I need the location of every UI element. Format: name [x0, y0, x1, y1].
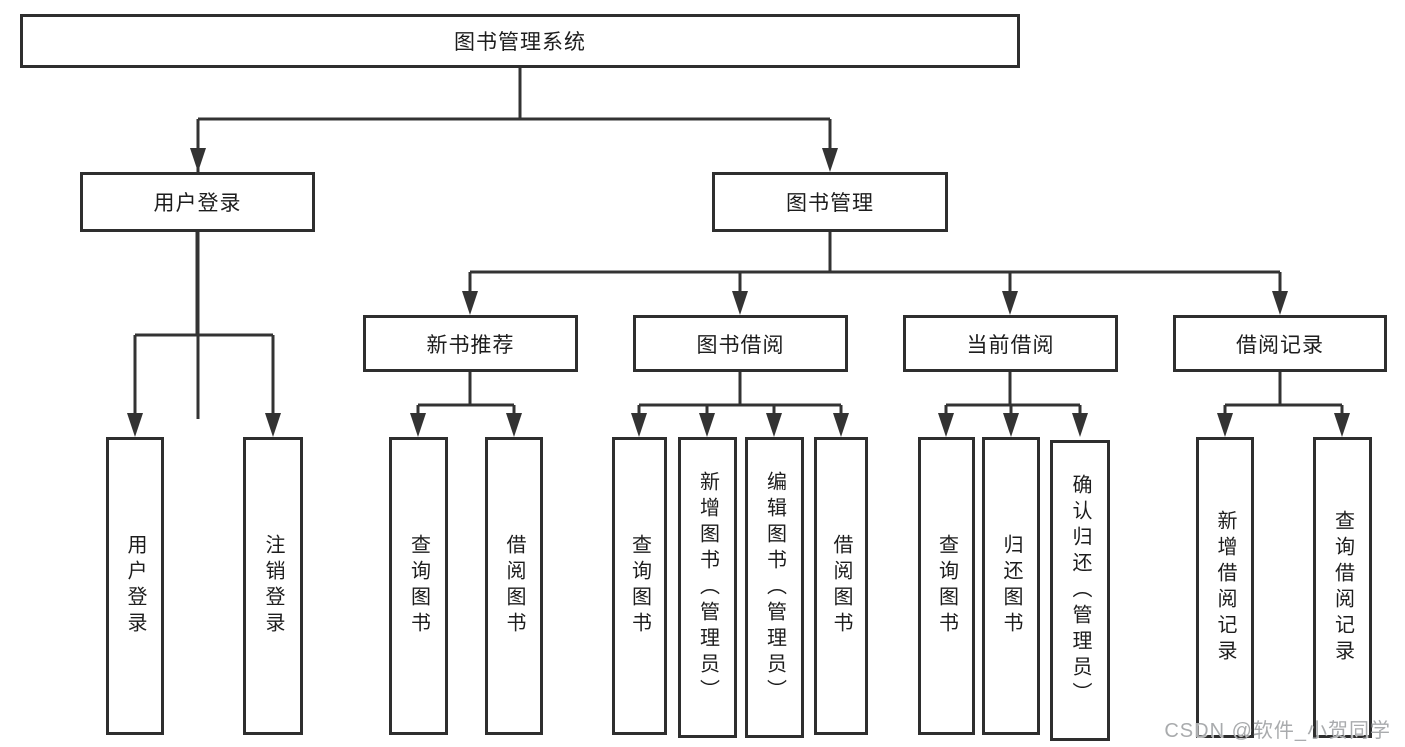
- leaf-node-return-books: 归还图书: [982, 437, 1040, 735]
- group-node-borrowing-records: 借阅记录: [1173, 315, 1387, 372]
- leaf-node-query-books-2: 查询图书: [612, 437, 667, 735]
- root-node-library-system: 图书管理系统: [20, 14, 1020, 68]
- branch-node-book-management: 图书管理: [712, 172, 948, 232]
- leaf-node-borrow-books-2: 借阅图书: [814, 437, 868, 735]
- group-node-current-borrowing: 当前借阅: [903, 315, 1118, 372]
- leaf-node-query-books-1: 查询图书: [389, 437, 448, 735]
- leaf-node-add-borrow-record: 新增借阅记录: [1196, 437, 1254, 738]
- leaf-node-query-books-3: 查询图书: [918, 437, 975, 735]
- leaf-node-add-books-admin: 新增图书（管理员）: [678, 437, 737, 738]
- group-node-book-borrowing: 图书借阅: [633, 315, 848, 372]
- arrowheads: [127, 148, 1350, 437]
- leaf-node-query-borrow-record: 查询借阅记录: [1313, 437, 1372, 738]
- leaf-node-confirm-return-admin: 确认归还（管理员）: [1050, 440, 1110, 741]
- branch-node-user-login: 用户登录: [80, 172, 315, 232]
- leaf-node-logout: 注销登录: [243, 437, 303, 735]
- leaf-node-borrow-books-1: 借阅图书: [485, 437, 543, 735]
- leaf-node-edit-books-admin: 编辑图书（管理员）: [745, 437, 804, 738]
- leaf-node-user-login: 用户登录: [106, 437, 164, 735]
- csdn-watermark: CSDN @软件_小贺同学: [1164, 720, 1391, 742]
- group-node-new-book-recommendation: 新书推荐: [363, 315, 578, 372]
